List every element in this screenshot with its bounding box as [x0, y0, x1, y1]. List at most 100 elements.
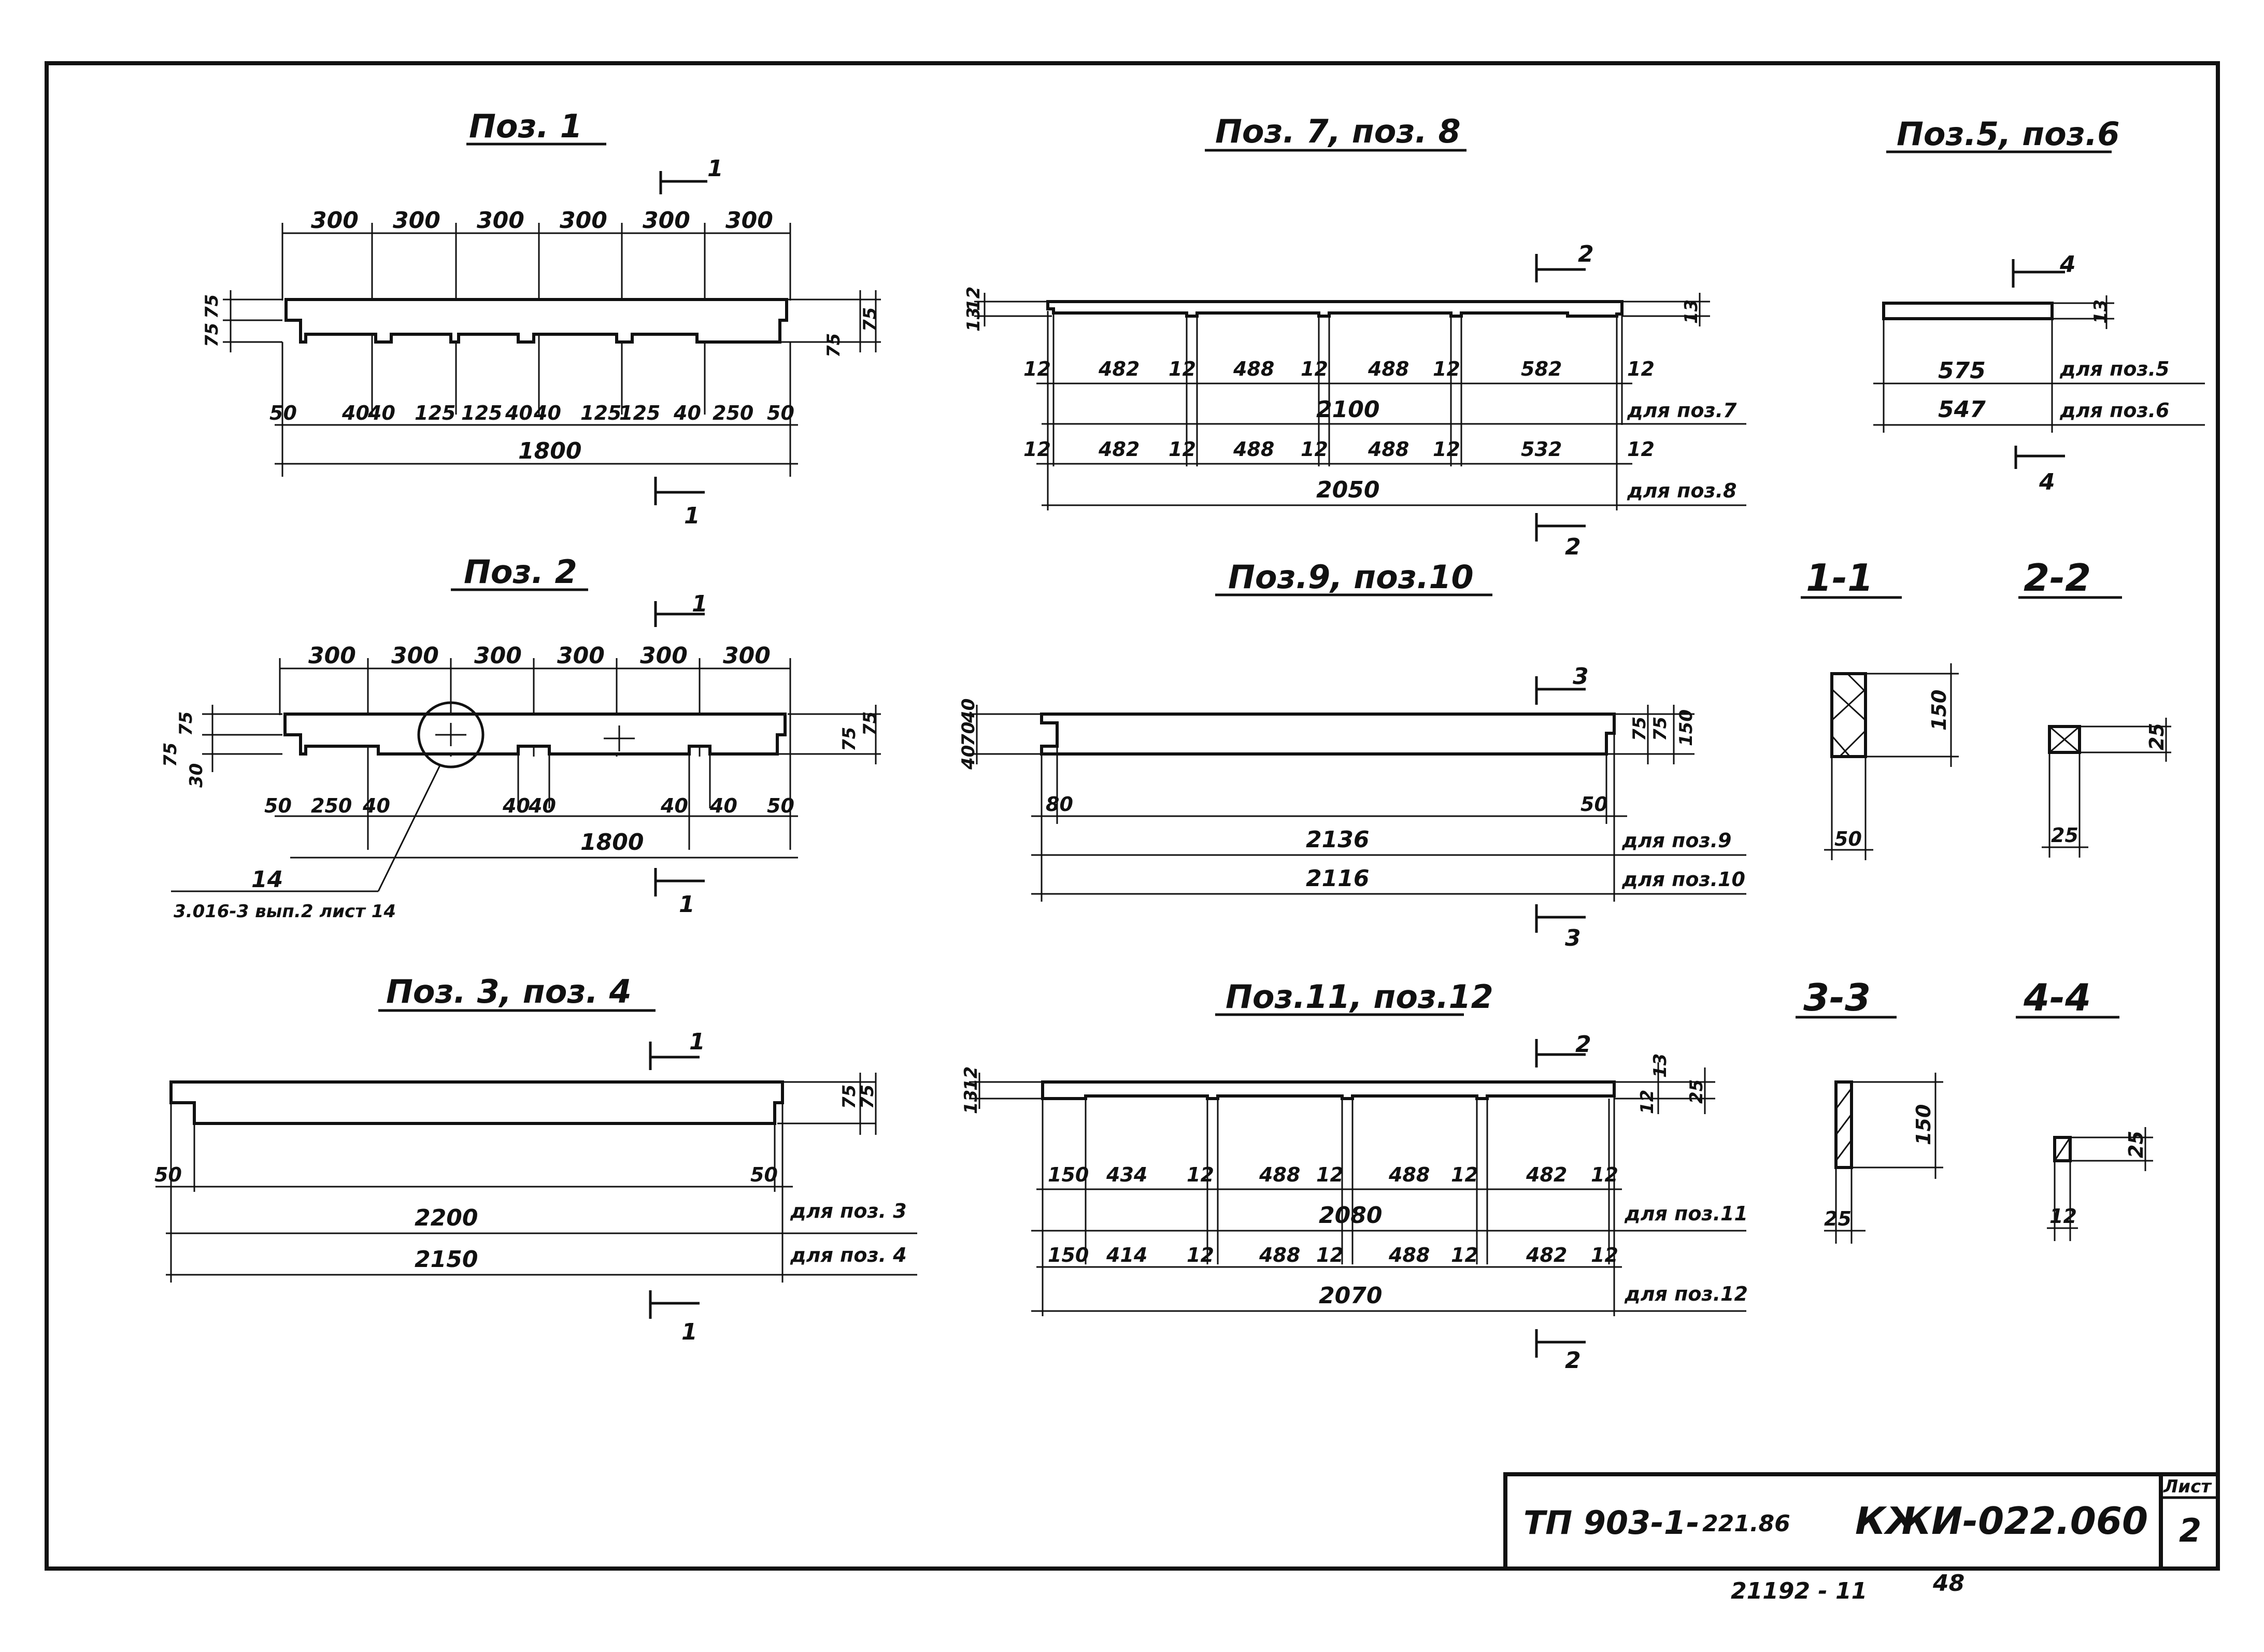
section-1-1: 1-1 150 50	[1801, 556, 1959, 860]
poz910-title: Поз.9, поз.10	[1228, 558, 1474, 596]
svg-text:300: 300	[725, 207, 773, 234]
svg-text:488: 488	[1388, 1163, 1430, 1186]
svg-text:50: 50	[1580, 793, 1608, 816]
poz1112-view: Поз.11, поз.12 2 12 13 13 12 25 150 434 …	[961, 978, 1748, 1374]
svg-text:250: 250	[311, 794, 352, 817]
svg-text:40: 40	[958, 699, 979, 723]
svg-text:40: 40	[367, 402, 395, 424]
svg-text:75: 75	[160, 743, 181, 767]
svg-text:для поз.9: для поз.9	[1621, 829, 1731, 852]
footer-page: 48	[1932, 1570, 1964, 1597]
svg-text:488: 488	[1368, 438, 1409, 461]
poz2-title: Поз. 2	[464, 553, 577, 591]
svg-text:482: 482	[1526, 1163, 1567, 1186]
svg-text:40: 40	[362, 794, 390, 817]
section-4-4: 4-4 25 12	[2016, 976, 2153, 1241]
svg-text:300: 300	[560, 207, 607, 234]
poz1112-part	[1041, 1080, 1616, 1100]
svg-text:12: 12	[1627, 358, 1655, 380]
svg-text:300: 300	[311, 207, 359, 234]
svg-text:12: 12	[1023, 358, 1051, 380]
svg-text:12: 12	[1591, 1163, 1618, 1186]
svg-text:12: 12	[1433, 358, 1460, 380]
svg-text:12: 12	[1316, 1244, 1344, 1266]
poz2-view: Поз. 2 1 300 300 300 300 300 300 75 75 3…	[160, 553, 881, 922]
poz56-title: Поз.5, поз.6	[1897, 115, 2120, 153]
svg-text:2100: 2100	[1316, 396, 1379, 423]
poz34-part	[169, 1080, 784, 1125]
svg-text:13: 13	[961, 1090, 981, 1114]
svg-text:13: 13	[963, 307, 984, 332]
stamp-document: КЖИ-022.060	[1855, 1499, 2148, 1543]
poz56-view: Поз.5, поз.6 4 13 575 для поз.5 547 для …	[1873, 115, 2205, 495]
svg-text:488: 488	[1368, 358, 1409, 380]
svg-text:482: 482	[1526, 1244, 1567, 1266]
svg-text:75: 75	[839, 1085, 860, 1109]
svg-text:13: 13	[2090, 300, 2111, 324]
svg-text:75: 75	[1629, 717, 1650, 741]
svg-text:50: 50	[767, 794, 794, 817]
section-4-4-title: 4-4	[2023, 976, 2091, 1019]
svg-text:75: 75	[202, 294, 222, 319]
svg-text:13: 13	[1650, 1053, 1671, 1078]
svg-text:40: 40	[502, 794, 530, 817]
poz1-title: Поз. 1	[469, 107, 582, 145]
poz1-mark-top: 1	[707, 155, 723, 182]
svg-text:12: 12	[1023, 438, 1051, 461]
svg-text:300: 300	[477, 207, 524, 234]
svg-text:12: 12	[1316, 1163, 1344, 1186]
svg-text:2080: 2080	[1319, 1202, 1382, 1229]
poz910-part	[1040, 713, 1616, 756]
stamp-code-num: 221.86	[1702, 1511, 1790, 1537]
svg-text:488: 488	[1388, 1244, 1430, 1266]
svg-text:2: 2	[1578, 241, 1594, 267]
svg-text:40: 40	[709, 794, 737, 817]
svg-text:125: 125	[619, 402, 660, 424]
svg-text:40: 40	[505, 402, 533, 424]
svg-text:1: 1	[689, 1029, 705, 1055]
svg-text:2136: 2136	[1306, 827, 1369, 853]
svg-text:300: 300	[643, 207, 690, 234]
svg-text:75: 75	[857, 1085, 878, 1109]
poz1-view: Поз. 1 1 300 300 300 300 300 300 75 75 7…	[202, 107, 881, 529]
svg-text:250: 250	[713, 402, 753, 424]
svg-text:40: 40	[958, 745, 979, 770]
svg-text:414: 414	[1106, 1244, 1147, 1266]
svg-text:25: 25	[2145, 723, 2168, 750]
svg-text:70: 70	[958, 722, 979, 746]
svg-text:3: 3	[1573, 663, 1589, 690]
svg-text:488: 488	[1259, 1163, 1300, 1186]
svg-text:12: 12	[2049, 1205, 2077, 1228]
svg-text:12: 12	[1591, 1244, 1618, 1266]
svg-text:125: 125	[415, 402, 455, 424]
svg-text:2: 2	[1565, 1347, 1581, 1374]
svg-text:для поз.6: для поз.6	[2059, 399, 2169, 422]
drawing-frame	[45, 61, 2220, 1571]
svg-text:75: 75	[860, 307, 880, 332]
svg-text:для поз. 4: для поз. 4	[790, 1244, 907, 1266]
svg-text:40: 40	[528, 794, 556, 817]
svg-text:для поз.5: для поз.5	[2059, 358, 2169, 380]
svg-text:575: 575	[1938, 358, 1986, 384]
svg-text:150: 150	[1676, 709, 1697, 746]
svg-text:300: 300	[557, 643, 605, 669]
stamp-code: ТП 903-1-	[1523, 1504, 1700, 1542]
stamp-sheet-label: Лист	[2163, 1476, 2212, 1497]
svg-text:12: 12	[961, 1066, 981, 1091]
section-2-2-title: 2-2	[2024, 556, 2091, 600]
svg-text:150: 150	[1048, 1244, 1089, 1266]
svg-text:125: 125	[461, 402, 502, 424]
poz910-view: Поз.9, поз.10 3 40 70 40 75 75 150 80 50…	[958, 558, 1746, 951]
svg-text:2150: 2150	[415, 1246, 478, 1273]
svg-text:75: 75	[1650, 717, 1671, 741]
svg-text:582: 582	[1521, 358, 1562, 380]
section-3-3-title: 3-3	[1803, 976, 1871, 1019]
svg-text:для поз.7: для поз.7	[1627, 399, 1737, 422]
svg-text:25: 25	[1686, 1079, 1707, 1104]
svg-text:25: 25	[1824, 1207, 1852, 1230]
svg-text:для поз.12: для поз.12	[1624, 1283, 1748, 1305]
svg-text:12: 12	[1169, 438, 1196, 461]
svg-text:12: 12	[1451, 1163, 1478, 1186]
section-1-1-title: 1-1	[1806, 556, 1873, 600]
